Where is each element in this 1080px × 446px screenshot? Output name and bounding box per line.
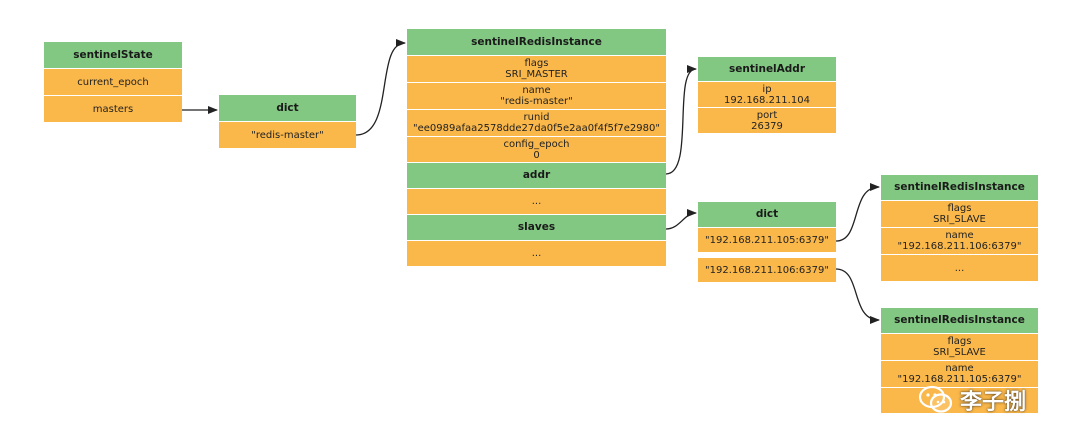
field-name: flags <box>524 58 549 69</box>
slave-instance-1-header: sentinelRedisInstance <box>881 175 1038 201</box>
field-name: runid <box>523 112 550 123</box>
masters-dict: dict "redis-master" <box>219 95 356 149</box>
field-value: 26379 <box>751 120 783 132</box>
masters-dict-header: dict <box>219 95 356 122</box>
field-value: 0 <box>533 149 540 161</box>
field-value: "redis-master" <box>500 96 573 107</box>
dict-entry-redis-master: "redis-master" <box>219 122 356 149</box>
field-name: flags <box>947 336 972 347</box>
slaves-dict: dict "192.168.211.105:6379" "192.168.211… <box>698 202 836 283</box>
field-name: ip <box>762 83 772 95</box>
field-value: SRI_SLAVE <box>933 214 986 225</box>
master-field-ellipsis-1: ... <box>407 189 666 215</box>
slave-instance-2-struct: sentinelRedisInstance flags SRI_SLAVE na… <box>881 308 1038 414</box>
field-value: SRI_SLAVE <box>933 347 986 358</box>
arrow-slaves-to-dict <box>665 209 697 230</box>
master-instance-header: sentinelRedisInstance <box>407 29 666 56</box>
master-field-flags: flags SRI_MASTER <box>407 56 666 83</box>
slave1-field-flags: flags SRI_SLAVE <box>881 201 1038 228</box>
master-field-config-epoch: config_epoch 0 <box>407 137 666 163</box>
field-name: name <box>945 230 974 241</box>
slaves-dict-header: dict <box>698 202 836 228</box>
field-value: 192.168.211.104 <box>724 94 810 106</box>
slave-instance-1-struct: sentinelRedisInstance flags SRI_SLAVE na… <box>881 175 1038 282</box>
arrow-addr-to-sentinel-addr <box>665 65 697 175</box>
field-value: "192.168.211.106:6379" <box>897 241 1022 252</box>
slave-instance-2-header: sentinelRedisInstance <box>881 308 1038 334</box>
field-name: config_epoch <box>503 138 570 150</box>
field-name: port <box>756 109 778 121</box>
field-name: flags <box>947 203 972 214</box>
field-value: "192.168.211.105:6379" <box>897 374 1022 385</box>
sentinel-state-header: sentinelState <box>44 42 182 69</box>
sentinel-state-struct: sentinelState current_epoch masters <box>44 42 182 123</box>
field-value: "ee0989afaa2578dde27da0f5e2aa0f4f5f7e298… <box>413 123 660 134</box>
slave2-field-name: name "192.168.211.105:6379" <box>881 361 1038 388</box>
field-current-epoch: current_epoch <box>44 69 182 96</box>
master-instance-struct: sentinelRedisInstance flags SRI_MASTER n… <box>407 29 666 267</box>
field-masters: masters <box>44 96 182 123</box>
arrow-dict-to-master-instance <box>355 39 406 136</box>
addr-field-ip: ip 192.168.211.104 <box>698 82 836 108</box>
field-value: SRI_MASTER <box>505 69 568 80</box>
watermark: 李子捌 <box>918 380 1058 420</box>
arrow-slave105-to-instance <box>835 183 880 242</box>
master-field-runid: runid "ee0989afaa2578dde27da0f5e2aa0f4f5… <box>407 110 666 137</box>
master-field-name: name "redis-master" <box>407 83 666 110</box>
sentinel-addr-header: sentinelAddr <box>698 57 836 82</box>
field-name: name <box>945 363 974 374</box>
dict-entry-slave-106: "192.168.211.106:6379" <box>698 258 836 283</box>
arrow-slave106-to-instance <box>835 268 880 324</box>
field-name: name <box>522 85 551 96</box>
dict-entry-slave-105: "192.168.211.105:6379" <box>698 228 836 255</box>
master-field-slaves: slaves <box>407 215 666 241</box>
addr-field-port: port 26379 <box>698 108 836 134</box>
wechat-icon <box>918 385 953 413</box>
slave2-field-blank <box>881 388 1038 414</box>
slave1-field-ellipsis: ... <box>881 255 1038 282</box>
master-field-addr: addr <box>407 163 666 189</box>
slave2-field-flags: flags SRI_SLAVE <box>881 334 1038 361</box>
master-field-ellipsis-2: ... <box>407 241 666 267</box>
slave1-field-name: name "192.168.211.106:6379" <box>881 228 1038 255</box>
watermark-text: 李子捌 <box>960 390 1027 415</box>
sentinel-addr-struct: sentinelAddr ip 192.168.211.104 port 263… <box>698 57 836 134</box>
